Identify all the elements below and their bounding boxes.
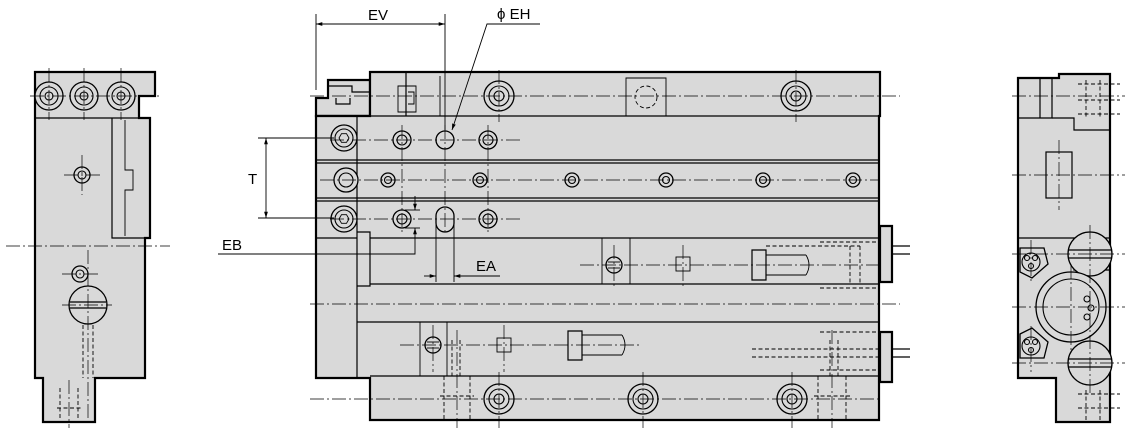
right-view-fittings [1019, 247, 1049, 359]
dim-label-ea: EA [476, 258, 496, 275]
left-side-view [6, 68, 170, 428]
dim-label-t: T [248, 171, 257, 188]
dimension-annotations: EV ϕ EH T EB EA [218, 6, 540, 282]
dim-label-eh: ϕ EH [497, 6, 530, 23]
dim-label-ev: EV [368, 7, 388, 24]
center-front-view [310, 70, 910, 428]
dim-label-eb: EB [222, 237, 242, 254]
right-side-view [1012, 72, 1125, 424]
